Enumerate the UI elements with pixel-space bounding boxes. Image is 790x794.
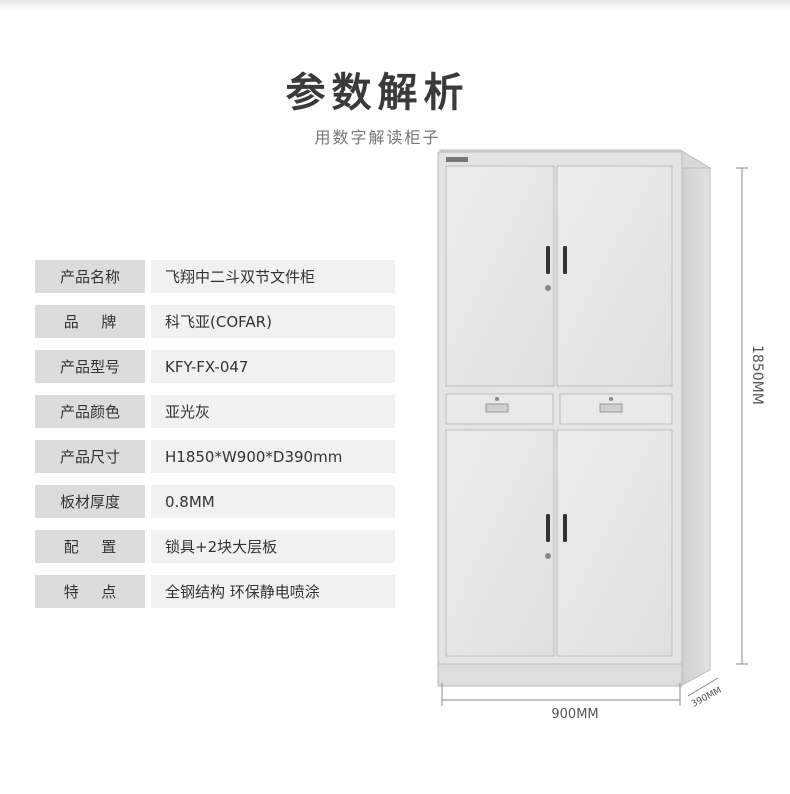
lower-right-door (556, 429, 673, 657)
page-subtitle: 用数字解读柜子 (314, 128, 441, 147)
spec-row-name: 产品名称 飞翔中二斗双节文件柜 (35, 260, 395, 293)
spec-value: 全钢结构 环保静电喷涂 (151, 575, 395, 608)
spec-value: KFY-FX-047 (151, 350, 395, 383)
height-dimension-label: 1850MM (749, 345, 765, 405)
lower-left-handle (546, 514, 550, 542)
cabinet-base (437, 663, 683, 687)
upper-left-door (445, 165, 555, 387)
spec-label: 品牌 (35, 305, 145, 338)
spec-row-thickness: 板材厚度 0.8MM (35, 485, 395, 518)
spec-value: 0.8MM (151, 485, 395, 518)
spec-value: 飞翔中二斗双节文件柜 (151, 260, 395, 293)
lower-left-door (445, 429, 555, 657)
nameplate (446, 157, 468, 162)
spec-label: 特点 (35, 575, 145, 608)
depth-dimension-line (687, 677, 719, 697)
upper-lock (545, 285, 551, 291)
spec-row-size: 产品尺寸 H1850*W900*D390mm (35, 440, 395, 473)
spec-row-brand: 品牌 科飞亚(COFAR) (35, 305, 395, 338)
upper-right-handle (563, 246, 567, 274)
right-drawer-lock (609, 397, 613, 401)
spec-label: 配置 (35, 530, 145, 563)
left-drawer-lock (495, 397, 499, 401)
left-drawer-handle (485, 403, 509, 413)
top-shadow (0, 0, 790, 10)
spec-label: 产品颜色 (35, 395, 145, 428)
upper-left-handle (546, 246, 550, 274)
spec-value: 科飞亚(COFAR) (151, 305, 395, 338)
spec-row-config: 配置 锁具+2块大层板 (35, 530, 395, 563)
page-title: 参数解析 (285, 69, 470, 116)
lower-lock (545, 553, 551, 559)
spec-value: 亚光灰 (151, 395, 395, 428)
spec-label: 板材厚度 (35, 485, 145, 518)
spec-value: H1850*W900*D390mm (151, 440, 395, 473)
width-dimension-label: 900MM (551, 707, 599, 722)
spec-row-color: 产品颜色 亚光灰 (35, 395, 395, 428)
spec-row-features: 特点 全钢结构 环保静电喷涂 (35, 575, 395, 608)
spec-row-model: 产品型号 KFY-FX-047 (35, 350, 395, 383)
cabinet-side (679, 149, 711, 687)
right-drawer-handle (599, 403, 623, 413)
spec-label: 产品型号 (35, 350, 145, 383)
spec-label: 产品名称 (35, 260, 145, 293)
spec-label: 产品尺寸 (35, 440, 145, 473)
spec-value: 锁具+2块大层板 (151, 530, 395, 563)
upper-right-door (556, 165, 673, 387)
spec-table: 产品名称 飞翔中二斗双节文件柜 品牌 科飞亚(COFAR) 产品型号 KFY-F… (35, 260, 395, 620)
lower-right-handle (563, 514, 567, 542)
